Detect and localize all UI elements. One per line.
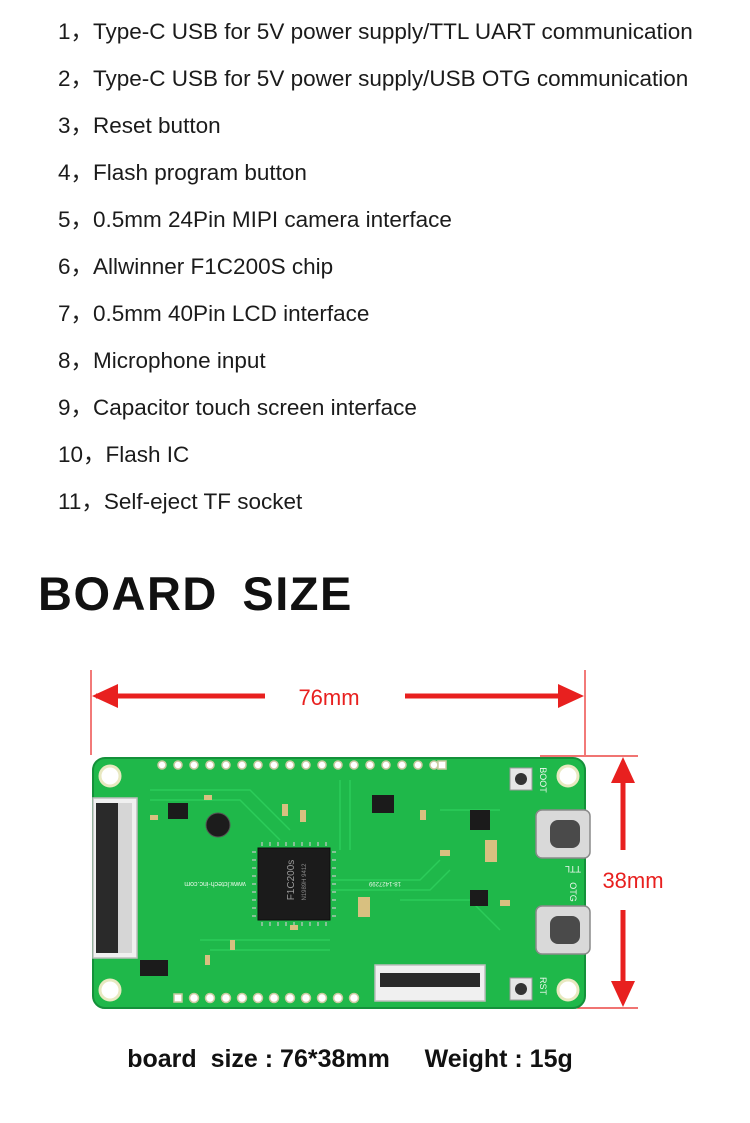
height-arrowhead-down	[611, 981, 635, 1007]
feature-item: 4，Flash program button	[58, 155, 693, 202]
silk-ttl-label: TTL	[565, 864, 581, 874]
board-weight-label: Weight : 15g	[424, 1045, 573, 1073]
width-arrowhead-left	[92, 684, 118, 708]
mounting-hole	[98, 978, 122, 1002]
feature-item: 7，0.5mm 40Pin LCD interface	[58, 296, 693, 343]
mounting-hole	[556, 764, 580, 788]
board-caption: board size : 76*38mm Weight : 15g	[0, 1045, 700, 1074]
feature-item: 1，Type-C USB for 5V power supply/TTL UAR…	[58, 14, 693, 61]
silk-boot-label: BOOT	[538, 767, 548, 793]
feature-number: 5，	[58, 207, 94, 232]
feature-number: 7，	[58, 301, 94, 326]
feature-number: 11，	[58, 489, 104, 514]
feature-text: Flash program button	[93, 160, 307, 185]
chip-label: F1C200s	[286, 860, 297, 901]
board-diagram: 76mm 38mm	[90, 670, 664, 1009]
feature-text: Self-eject TF socket	[103, 489, 303, 514]
lcd-fpc-connector	[92, 797, 138, 959]
reset-button	[509, 977, 533, 1001]
feature-item: 9，Capacitor touch screen interface	[58, 390, 693, 437]
feature-number: 8，	[58, 348, 94, 373]
feature-item: 3，Reset button	[58, 108, 693, 155]
feature-item: 11，Self-eject TF socket	[58, 484, 693, 531]
height-arrowhead-up	[611, 757, 635, 783]
mounting-hole	[556, 978, 580, 1002]
pcb-traces	[150, 780, 501, 951]
feature-item: 5，0.5mm 24Pin MIPI camera interface	[58, 202, 693, 249]
usb-c-ttl-port	[535, 809, 591, 859]
feature-text: 0.5mm 40Pin LCD interface	[93, 301, 370, 326]
top-pin-header	[157, 760, 447, 770]
feature-number: 10，	[58, 442, 106, 467]
feature-item: 6，Allwinner F1C200S chip	[58, 249, 693, 296]
feature-number: 6，	[58, 254, 94, 279]
feature-item: 8，Microphone input	[58, 343, 693, 390]
silkscreen-code: 18-1427299	[368, 880, 401, 886]
microphone	[205, 812, 231, 838]
feature-item: 10，Flash IC	[58, 437, 693, 484]
bottom-pin-header	[173, 992, 360, 1004]
silk-rst-label: RST	[538, 977, 548, 996]
feature-number: 1，	[58, 19, 94, 44]
feature-number: 9，	[58, 395, 94, 420]
feature-text: Capacitor touch screen interface	[93, 395, 417, 420]
silk-otg-label: OTG	[568, 882, 578, 902]
height-label: 38mm	[602, 868, 663, 893]
feature-item: 2，Type-C USB for 5V power supply/USB OTG…	[58, 61, 693, 108]
camera-fpc-connector	[374, 964, 486, 1002]
feature-text: Type-C USB for 5V power supply/TTL UART …	[93, 19, 693, 44]
silkscreen-url: www.lctech-inc.com	[184, 880, 247, 887]
board-size-label: board size : 76*38mm	[127, 1045, 390, 1073]
width-label: 76mm	[298, 685, 359, 710]
feature-number: 3，	[58, 113, 94, 138]
feature-text: Flash IC	[105, 442, 190, 467]
feature-number: 2，	[58, 66, 94, 91]
usb-c-otg-port	[535, 905, 591, 955]
section-heading: BOARD SIZE	[38, 567, 353, 620]
main-chip: F1C200s N1989H 9412	[252, 842, 336, 926]
feature-number: 4，	[58, 160, 94, 185]
feature-text: Reset button	[93, 113, 221, 138]
feature-text: 0.5mm 24Pin MIPI camera interface	[93, 207, 452, 232]
feature-text: Allwinner F1C200S chip	[93, 254, 334, 279]
mounting-hole	[98, 764, 122, 788]
smd-components	[140, 795, 510, 976]
feature-text: Microphone input	[93, 348, 266, 373]
chip-sub-label: N1989H 9412	[302, 863, 308, 901]
boot-button	[509, 767, 533, 791]
width-dimension: 76mm	[90, 670, 586, 755]
width-arrowhead-right	[558, 684, 584, 708]
feature-list: 1，Type-C USB for 5V power supply/TTL UAR…	[58, 14, 693, 531]
pcb-board: F1C200s N1989H 9412 www.lctech-inc.com 1…	[92, 757, 591, 1009]
feature-text: Type-C USB for 5V power supply/USB OTG c…	[93, 66, 689, 91]
